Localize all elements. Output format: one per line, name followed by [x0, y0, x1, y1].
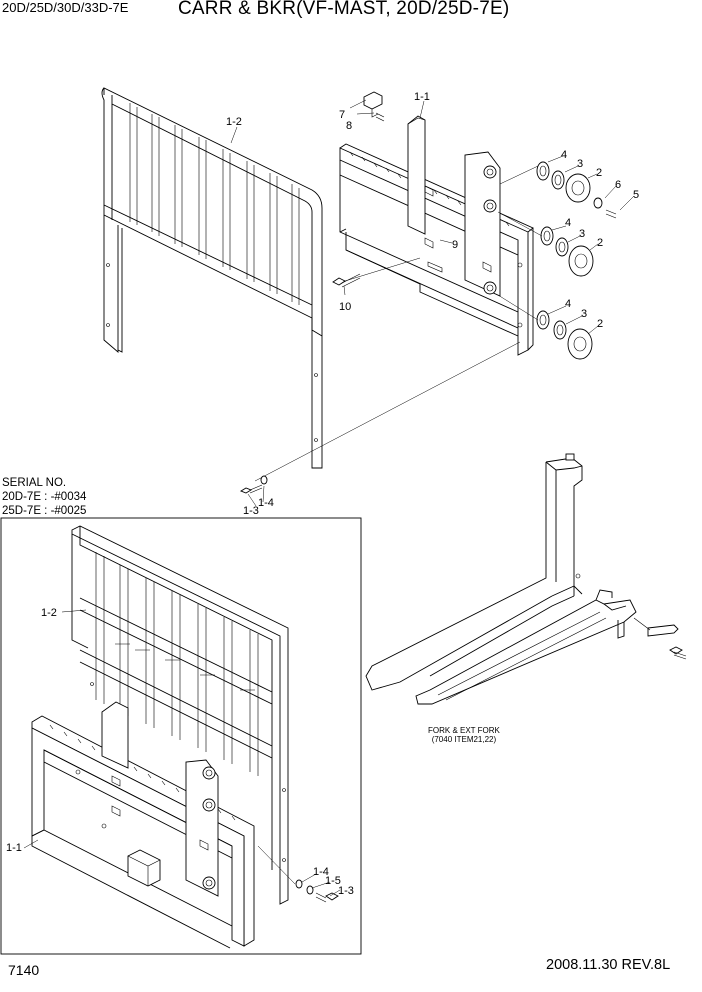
bolt-7-8 — [349, 91, 385, 122]
callout-6: 6 — [615, 179, 621, 191]
callout-1-4-top: 1-4 — [258, 497, 274, 509]
callout-1-4-box: 1-4 — [313, 866, 329, 878]
fork-assembly — [365, 453, 687, 705]
roller-assembly-middle — [497, 211, 594, 277]
date-revision: 2008.11.30 REV.8L — [546, 957, 671, 973]
callout-8: 8 — [346, 120, 352, 132]
connection-line — [254, 341, 521, 482]
serial-line-25d: 25D-7E : -#0025 — [2, 505, 87, 517]
serial-variant-box — [0, 517, 362, 955]
fork-caption-ref: (7040 ITEM21,22) — [431, 735, 497, 744]
callout-7: 7 — [339, 109, 345, 121]
fork-caption: FORK & EXT FORK (7040 ITEM21,22) — [428, 726, 500, 744]
model-list: 20D/25D/30D/33D-7E — [2, 0, 129, 15]
callout-1-3-top: 1-3 — [243, 505, 259, 517]
carriage-box — [31, 701, 255, 949]
load-backrest-top — [101, 87, 323, 469]
leader-lines — [23, 100, 635, 897]
callout-1-3-box: 1-3 — [338, 885, 354, 897]
callout-1-1-top: 1-1 — [414, 91, 430, 103]
callout-3-middle: 3 — [579, 228, 585, 240]
bolt-10 — [332, 257, 421, 288]
callout-2-middle: 2 — [597, 237, 603, 249]
callout-5: 5 — [633, 189, 639, 201]
callout-1-1-box: 1-1 — [6, 842, 22, 854]
page-title: CARR & BKR(VF-MAST, 20D/25D-7E) — [178, 0, 510, 19]
callout-4-middle: 4 — [565, 217, 571, 229]
load-backrest-box — [71, 525, 289, 905]
callout-3-lower: 3 — [581, 308, 587, 320]
callout-9: 9 — [452, 239, 458, 251]
serial-line-20d: 20D-7E : -#0034 — [2, 491, 87, 503]
callout-1-5-box: 1-5 — [325, 875, 341, 887]
serial-note: SERIAL NO. 20D-7E : -#0034 25D-7E : -#00… — [2, 476, 86, 518]
page-number: 7140 — [8, 962, 40, 978]
bolt-1-3-1-4-1-5-box — [257, 845, 339, 903]
bolt-1-3-1-4-top — [239, 475, 268, 494]
callout-4-lower: 4 — [565, 298, 571, 310]
callout-2-upper: 2 — [596, 167, 602, 179]
callout-1-2-box: 1-2 — [41, 607, 57, 619]
serial-heading: SERIAL NO. — [2, 477, 67, 489]
fork-caption-title: FORK & EXT FORK — [428, 726, 500, 735]
roller-assembly-upper — [499, 161, 617, 219]
callout-4-upper: 4 — [561, 149, 567, 161]
callout-2-lower: 2 — [597, 318, 603, 330]
callout-3-upper: 3 — [577, 158, 583, 170]
roller-assembly-lower — [497, 294, 593, 360]
carriage-top — [339, 115, 534, 356]
callout-1-2-top: 1-2 — [226, 116, 242, 128]
callout-10: 10 — [339, 301, 351, 313]
